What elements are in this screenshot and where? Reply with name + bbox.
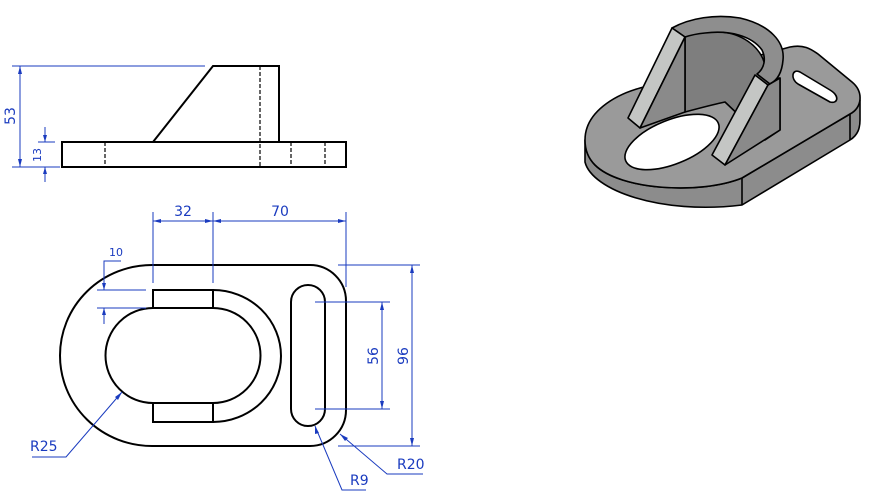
- dimension-label: 32: [174, 204, 192, 220]
- top-view: 32 70 10 56 96: [30, 204, 425, 491]
- dimension-label: R25: [30, 439, 58, 455]
- rib-top: [152, 289, 214, 309]
- dimension-label: R20: [397, 457, 425, 473]
- rib-bottom: [152, 402, 214, 423]
- dimension-13: 13: [31, 127, 55, 182]
- dimension-label: 10: [109, 246, 123, 259]
- dimension-label: 56: [366, 347, 382, 365]
- isometric-view: [584, 15, 861, 209]
- dimension-32-70: 32 70: [152, 204, 347, 287]
- leader-r25: R25: [30, 391, 123, 458]
- left-rib-side: [639, 36, 686, 129]
- dimension-10: 10: [97, 246, 146, 324]
- base-outline: [61, 141, 347, 168]
- slot: [290, 284, 326, 427]
- dimension-53: 53: [3, 65, 205, 168]
- dimension-label: 96: [396, 347, 412, 365]
- dimension-56: 56: [315, 301, 390, 410]
- right-rib-side: [724, 77, 781, 166]
- iso-slot: [792, 70, 838, 104]
- base-outline: [59, 264, 347, 447]
- dimension-label: 53: [3, 107, 19, 125]
- center-hole: [104, 307, 262, 404]
- front-view: 53 13: [3, 65, 347, 182]
- dimension-label: 70: [271, 204, 289, 220]
- upright-outline: [152, 65, 280, 143]
- dimension-label: 13: [31, 148, 44, 162]
- dimension-label: R9: [350, 473, 369, 489]
- iso-center-hole: [624, 113, 720, 171]
- leader-r9: R9: [314, 425, 369, 491]
- dimension-96: 96: [338, 264, 420, 447]
- wall-arc: [212, 289, 282, 423]
- cylinder-rim: [671, 15, 784, 85]
- leader-r20: R20: [339, 433, 425, 475]
